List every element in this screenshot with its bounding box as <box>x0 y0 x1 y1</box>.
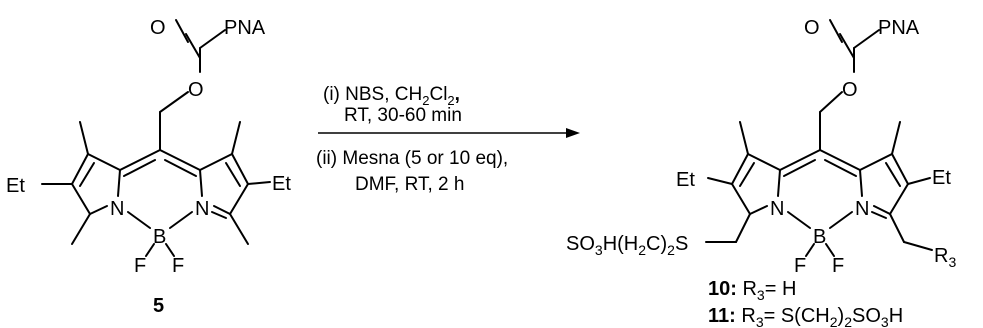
compound-10-caption: 10: R3= H <box>708 278 796 303</box>
reaction-arrowhead <box>566 128 580 138</box>
bond <box>213 205 231 215</box>
bond <box>71 213 91 245</box>
bond <box>169 211 193 229</box>
compound-number-5: 5 <box>153 295 164 317</box>
bond <box>165 243 175 257</box>
bond <box>211 211 227 219</box>
bond <box>891 121 901 155</box>
bond <box>885 162 901 187</box>
bond <box>145 243 155 257</box>
bond <box>783 159 816 177</box>
bond <box>123 159 156 177</box>
bond <box>199 29 226 49</box>
bond <box>731 183 751 215</box>
bond <box>749 205 768 215</box>
sulfonate-chain-label: SO3H(H2C)2S <box>566 233 688 258</box>
bond <box>229 213 249 245</box>
bond <box>819 149 861 171</box>
atom-label: Et <box>932 167 951 189</box>
bond <box>247 181 271 185</box>
bond <box>903 241 933 251</box>
condition-step1-line1: (i) NBS, CH2Cl2, <box>323 84 460 108</box>
bond <box>185 33 201 59</box>
atom-label: F <box>134 255 146 277</box>
bond <box>907 177 931 185</box>
bond <box>873 205 891 215</box>
product-labels: O PNA O Et Et N N B F F SO3H(H2C)2S R3 1… <box>566 17 956 328</box>
r3-label: R3 <box>934 245 956 270</box>
bond <box>87 153 121 171</box>
atom-label: N <box>770 198 784 220</box>
atom-label: PNA <box>224 17 266 39</box>
bond <box>787 211 811 229</box>
bond <box>707 177 733 185</box>
bond <box>829 211 853 229</box>
atom-label: O <box>842 79 858 101</box>
product-structure <box>705 19 933 257</box>
condition-step2-line1: (ii) Mesna (5 or 10 eq), <box>316 148 508 169</box>
bond <box>79 121 89 155</box>
atom-label: N <box>855 198 869 220</box>
bond <box>859 169 863 197</box>
bond <box>119 149 161 171</box>
reactant-labels: O PNA O Et Et N N B F F 5 <box>6 17 291 317</box>
bond <box>225 162 241 187</box>
bond <box>839 33 855 59</box>
bond <box>159 91 189 113</box>
atom-label: O <box>804 17 820 39</box>
bond <box>164 159 197 177</box>
atom-label: F <box>794 255 806 277</box>
atom-label: B <box>153 226 166 248</box>
bond <box>229 183 249 215</box>
reactant-structure <box>41 19 271 257</box>
bond <box>71 183 91 215</box>
atom-label: Et <box>272 173 291 195</box>
bond <box>779 149 821 171</box>
bond <box>777 169 781 197</box>
bond <box>819 91 843 113</box>
atom-label: Et <box>676 169 695 191</box>
bond <box>739 162 755 187</box>
bond <box>159 149 201 171</box>
bond <box>824 159 857 177</box>
compound-11-caption: 11: R3= S(CH2)2SO3H <box>708 305 903 328</box>
bond <box>735 213 751 243</box>
atom-label: PNA <box>878 17 920 39</box>
bond <box>731 153 749 185</box>
atom-label: Et <box>6 175 25 197</box>
atom-label: B <box>813 226 826 248</box>
atom-label: F <box>832 255 844 277</box>
atom-label: O <box>188 79 204 101</box>
atom-label: N <box>195 198 209 220</box>
condition-step1-line2: RT, 30-60 min <box>344 105 462 126</box>
condition-step2-line2: DMF, RT, 2 h <box>355 174 464 195</box>
atom-label: N <box>110 198 124 220</box>
bond <box>71 153 89 185</box>
bond <box>747 153 781 171</box>
bond <box>889 183 909 215</box>
bond <box>891 153 909 185</box>
reaction-conditions: (i) NBS, CH2Cl2, RT, 30-60 min (ii) Mesn… <box>316 84 580 195</box>
bond <box>889 213 905 243</box>
bond <box>199 153 233 171</box>
bond <box>825 243 835 257</box>
atom-label: O <box>150 17 166 39</box>
bond <box>231 153 249 185</box>
atom-label: F <box>172 255 184 277</box>
bond <box>859 153 893 171</box>
bond <box>739 121 749 155</box>
bond <box>829 19 843 43</box>
bond <box>871 211 887 219</box>
bond <box>117 169 121 197</box>
bond <box>127 211 151 229</box>
bond <box>175 19 189 43</box>
bond <box>805 243 815 257</box>
bond <box>79 162 95 187</box>
bond <box>89 205 108 215</box>
bond <box>853 29 880 49</box>
bond <box>231 121 241 155</box>
bond <box>199 169 203 197</box>
